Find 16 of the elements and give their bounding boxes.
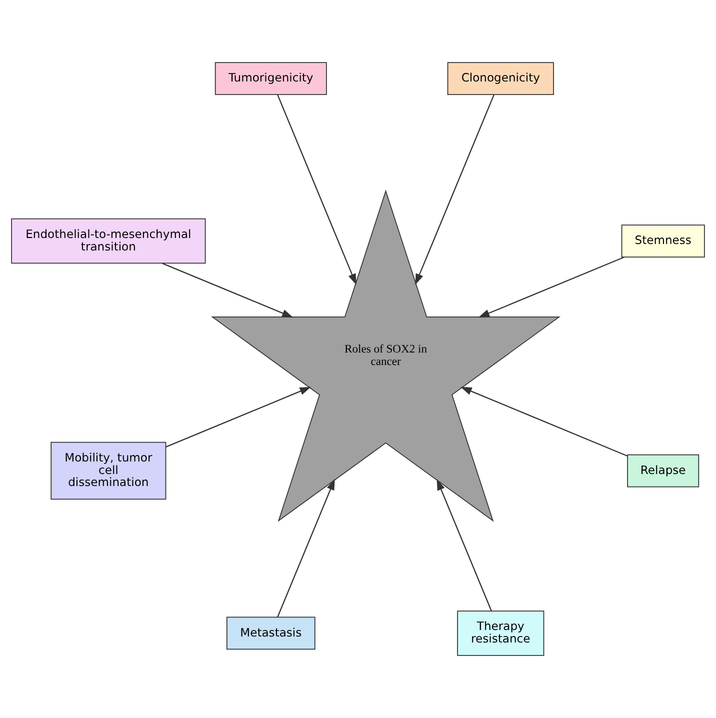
arrow [162,262,294,318]
arrow [460,386,628,457]
arrow [277,94,356,285]
arrow [436,478,492,612]
node-box: Mobility, tumor cell dissemination [50,442,166,500]
node-box: Tumorigenicity [214,62,327,95]
node-box: Metastasis [226,616,316,650]
node-box: Stemness [621,224,705,258]
arrow [277,478,335,618]
arrow [166,386,312,448]
node-box: Endothelial-to-mesenchymal transition [11,218,206,264]
arrow [415,94,494,285]
arrow [478,256,624,318]
node-box: Relapse [627,454,700,488]
node-box: Therapy resistance [457,610,544,656]
node-box: Clonogenicity [447,62,554,95]
